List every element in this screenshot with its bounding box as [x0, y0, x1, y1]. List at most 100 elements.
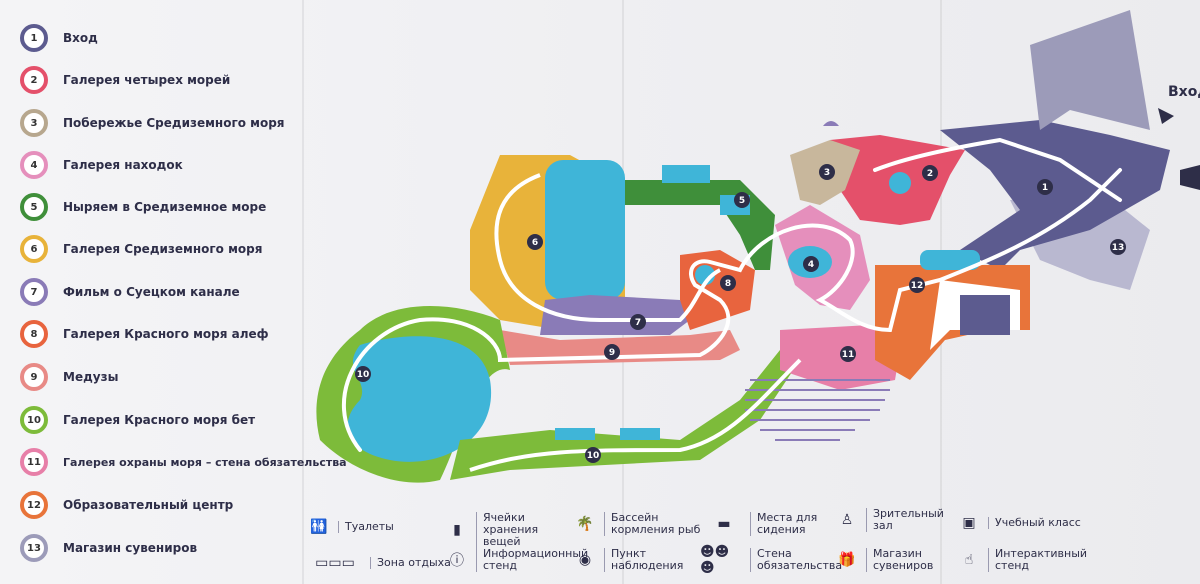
svg-text:10: 10 [357, 370, 370, 380]
svg-text:10: 10 [587, 451, 600, 461]
legend-label: Побережье Средиземного моря [63, 116, 285, 130]
zone-7-area [540, 295, 690, 335]
marker-3 [819, 164, 835, 180]
legend-badge: 4 [20, 151, 48, 179]
svg-text:3: 3 [824, 168, 830, 178]
legend-item-8[interactable]: 8 Галерея Красного моря алеф [20, 319, 269, 349]
entrance-pin-icon [1180, 165, 1200, 190]
legend-label: Ныряем в Средиземное море [63, 200, 267, 214]
smiley-faces-icon: ☻☻☻ [700, 544, 730, 576]
marker-8 [720, 275, 736, 291]
key-interactive: ☝ Интерактивный стенд [958, 548, 1087, 572]
zone-11-area [780, 325, 900, 390]
legend-item-9[interactable]: 9 Медузы [20, 362, 118, 392]
svg-text:9: 9 [609, 348, 615, 358]
marker-10a [355, 366, 371, 382]
legend-label: Галерея Средиземного моря [63, 242, 263, 256]
marker-9 [604, 344, 620, 360]
svg-text:6: 6 [532, 238, 538, 248]
marker-5 [734, 192, 750, 208]
legend-badge: 11 [20, 448, 48, 476]
key-classroom: ▣ Учебный класс [958, 512, 1080, 534]
umbrella-icon [823, 121, 839, 126]
svg-text:12: 12 [911, 281, 924, 291]
legend-item-7[interactable]: 7 Фильм о Суецком канале [20, 277, 240, 307]
legend-item-6[interactable]: 6 Галерея Средиземного моря [20, 234, 262, 264]
info-icon: ⓘ [450, 553, 464, 569]
aquarium-map: 1 2 3 4 5 6 7 8 9 10 10 11 12 13 Вход [300, 0, 1200, 500]
legend-badge: 9 [20, 363, 48, 391]
legend-label: Вход [63, 31, 98, 45]
locker-icon: ▮ [453, 522, 461, 538]
legend-label: Медузы [63, 370, 119, 384]
legend-item-1[interactable]: 1 Вход [20, 23, 98, 53]
svg-text:1: 1 [1042, 183, 1048, 193]
key-seating: ▬ Места для сидения [706, 512, 820, 536]
bench-icon: ▬ [717, 516, 731, 532]
key-feeding-pool: 🌴 Бассейн кормления рыб [574, 512, 704, 536]
key-rest-zone: ▭▭▭ Зона отдыха [308, 552, 451, 574]
legend-badge: 1 [20, 24, 48, 52]
icon-legend: 🚻 Туалеты ▮ Ячейки хранения вещей 🌴 Басс… [300, 500, 1200, 584]
eye-icon: ◉ [578, 552, 592, 568]
gift-icon: 🎁 [838, 552, 856, 568]
marker-6 [527, 234, 543, 250]
marker-1 [1037, 179, 1053, 195]
marker-11 [840, 346, 856, 362]
key-pledge-wall: ☻☻☻ Стена обязательства [700, 544, 843, 576]
marker-4 [803, 256, 819, 272]
legend-badge: 2 [20, 66, 48, 94]
marker-10b [585, 447, 601, 463]
legend-item-13[interactable]: 13 Магазин сувениров [20, 533, 197, 563]
entrance-hall [1030, 10, 1150, 130]
map-graphic: 1 2 3 4 5 6 7 8 9 10 10 11 12 13 [316, 10, 1200, 483]
sofa-icon: ▭▭▭ [315, 555, 355, 571]
svg-text:4: 4 [808, 260, 814, 270]
legend-label: Галерея четырех морей [63, 73, 231, 87]
legend-label: Образовательный центр [63, 498, 234, 512]
legend-badge: 13 [20, 534, 48, 562]
zone-legend: 1 Вход 2 Галерея четырех морей 3 Побереж… [0, 0, 347, 584]
key-observation: ◉ Пункт наблюдения [574, 548, 694, 572]
legend-badge: 12 [20, 491, 48, 519]
paper-fold [302, 0, 304, 584]
audience-icon: ♙ [840, 512, 854, 528]
legend-item-4[interactable]: 4 Галерея находок [20, 150, 183, 180]
legend-badge: 8 [20, 320, 48, 348]
legend-item-5[interactable]: 5 Ныряем в Средиземное море [20, 192, 266, 222]
legend-label: Магазин сувениров [63, 541, 198, 555]
legend-label: Галерея Красного моря алеф [63, 327, 269, 341]
legend-badge: 3 [20, 109, 48, 137]
svg-text:8: 8 [725, 279, 731, 289]
legend-badge: 5 [20, 193, 48, 221]
marker-2 [922, 165, 938, 181]
toilet-icon: 🚻 [310, 519, 328, 535]
legend-label: Галерея Красного моря бет [63, 413, 256, 427]
marker-13 [1110, 239, 1126, 255]
svg-text:5: 5 [739, 196, 745, 206]
legend-label: Фильм о Суецком канале [63, 285, 240, 299]
legend-item-12[interactable]: 12 Образовательный центр [20, 490, 233, 520]
key-toilets: 🚻 Туалеты [308, 516, 394, 538]
key-info-stand: ⓘ Информационный стенд [446, 548, 588, 572]
entrance-label: Вход [1168, 84, 1200, 100]
touch-icon: ☝ [964, 552, 974, 568]
legend-item-11[interactable]: 11 Галерея охраны моря – стена обязатель… [20, 447, 347, 477]
legend-item-3[interactable]: 3 Побережье Средиземного моря [20, 108, 285, 138]
marker-12 [909, 277, 925, 293]
legend-item-2[interactable]: 2 Галерея четырех морей [20, 65, 230, 95]
svg-text:13: 13 [1112, 243, 1125, 253]
key-lockers: ▮ Ячейки хранения вещей [446, 512, 566, 548]
legend-badge: 7 [20, 278, 48, 306]
zone-1-area [940, 120, 1170, 270]
seating-stripes [745, 379, 890, 441]
legend-item-10[interactable]: 10 Галерея Красного моря бет [20, 405, 255, 435]
legend-badge: 6 [20, 235, 48, 263]
palm-tree-icon: 🌴 [576, 516, 594, 532]
zone-10-path [450, 340, 800, 480]
svg-text:11: 11 [842, 350, 855, 360]
svg-text:7: 7 [635, 318, 641, 328]
legend-badge: 10 [20, 406, 48, 434]
marker-7 [630, 314, 646, 330]
classroom-icon: ▣ [962, 515, 976, 531]
